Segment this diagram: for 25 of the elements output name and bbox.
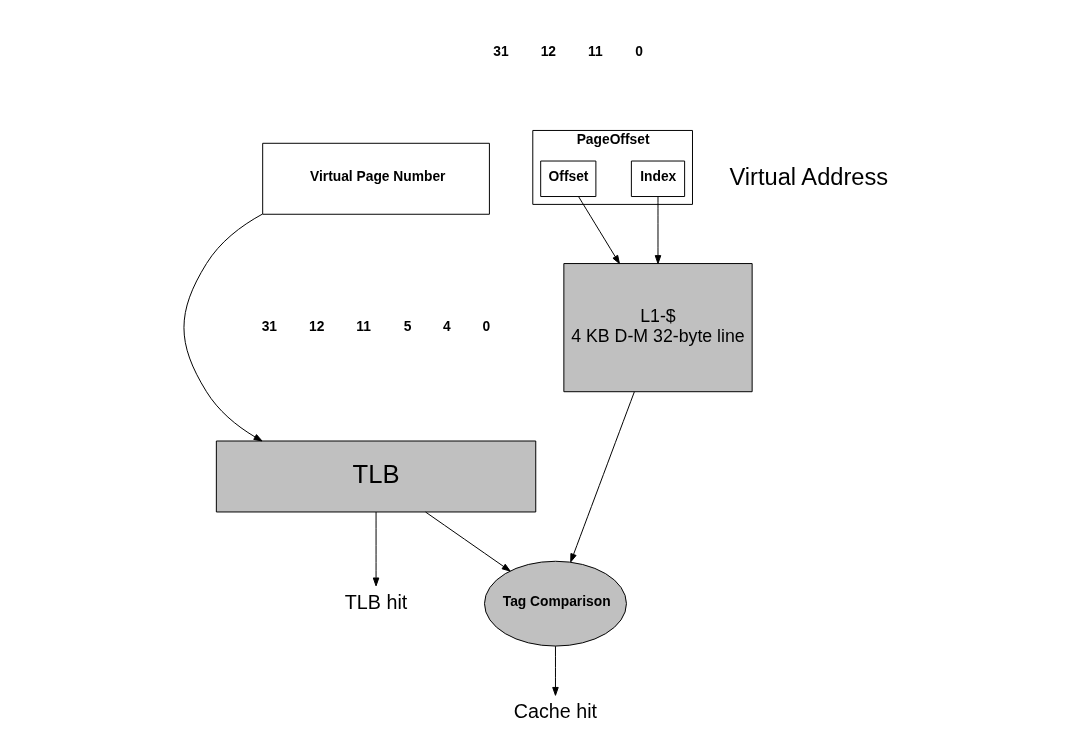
- label: 31: [261, 318, 277, 334]
- label: 11: [587, 44, 603, 60]
- arrow: [569, 391, 635, 563]
- arrow: [577, 196, 620, 264]
- label: 5: [403, 318, 411, 334]
- arrow: [654, 196, 661, 264]
- node-box: Index: [630, 160, 685, 197]
- arrow: [182, 213, 263, 442]
- label: 0: [482, 318, 490, 334]
- label: 12: [308, 318, 324, 334]
- node-box: Offset: [539, 160, 596, 197]
- label: Virtual Address: [729, 163, 888, 190]
- label: 31: [492, 44, 509, 60]
- label: 11: [355, 318, 371, 334]
- node-text: TLB hit: [344, 590, 407, 613]
- node-box: L1-$ 4 KB D-M 32-byte line: [562, 263, 753, 393]
- node-text: Cache hit: [513, 700, 597, 723]
- arrow: [551, 645, 559, 696]
- node-box: TLB: [215, 440, 536, 513]
- label: 4: [442, 318, 451, 334]
- arrow: [424, 511, 511, 572]
- arrow: [372, 511, 379, 587]
- node-box: Virtual Page Number: [261, 142, 490, 215]
- label: 12: [540, 44, 556, 60]
- label: 0: [634, 44, 643, 60]
